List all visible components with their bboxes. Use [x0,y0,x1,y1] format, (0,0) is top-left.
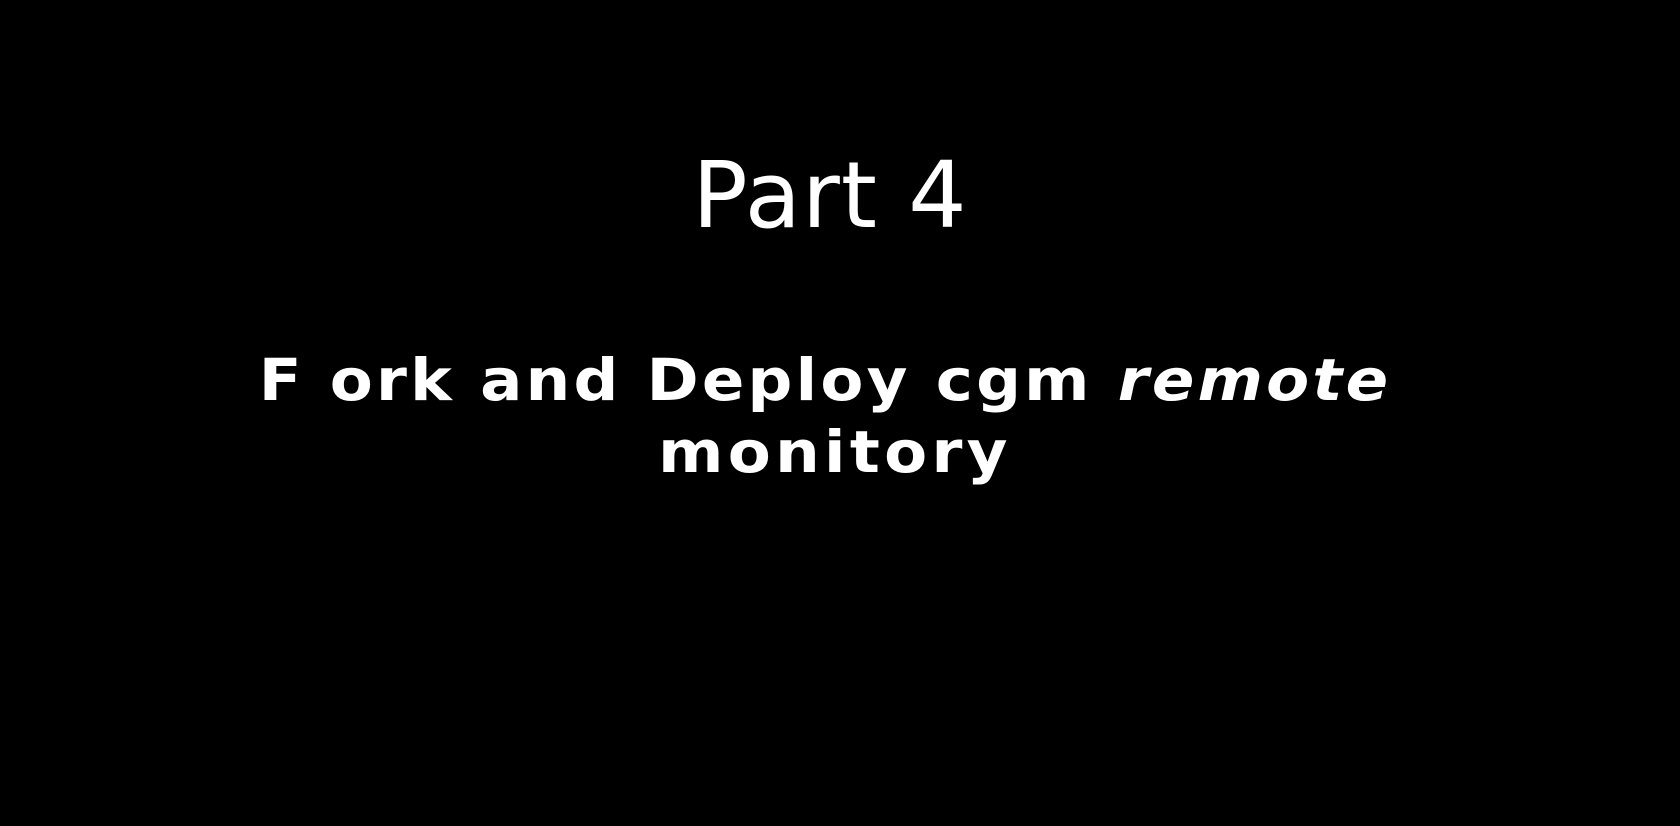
subtitle-line-1-italic-text: remote [1117,346,1392,414]
subtitle-line-1-text: F ork and Deploy cgm [258,346,1118,414]
subtitle-line-2: monitory [658,418,1012,486]
part-title: Part 4 [692,142,968,249]
subtitle: F ork and Deploy cgm remote monitory [0,344,1680,488]
subtitle-line-1: F ork and Deploy cgm remote [0,344,1680,416]
